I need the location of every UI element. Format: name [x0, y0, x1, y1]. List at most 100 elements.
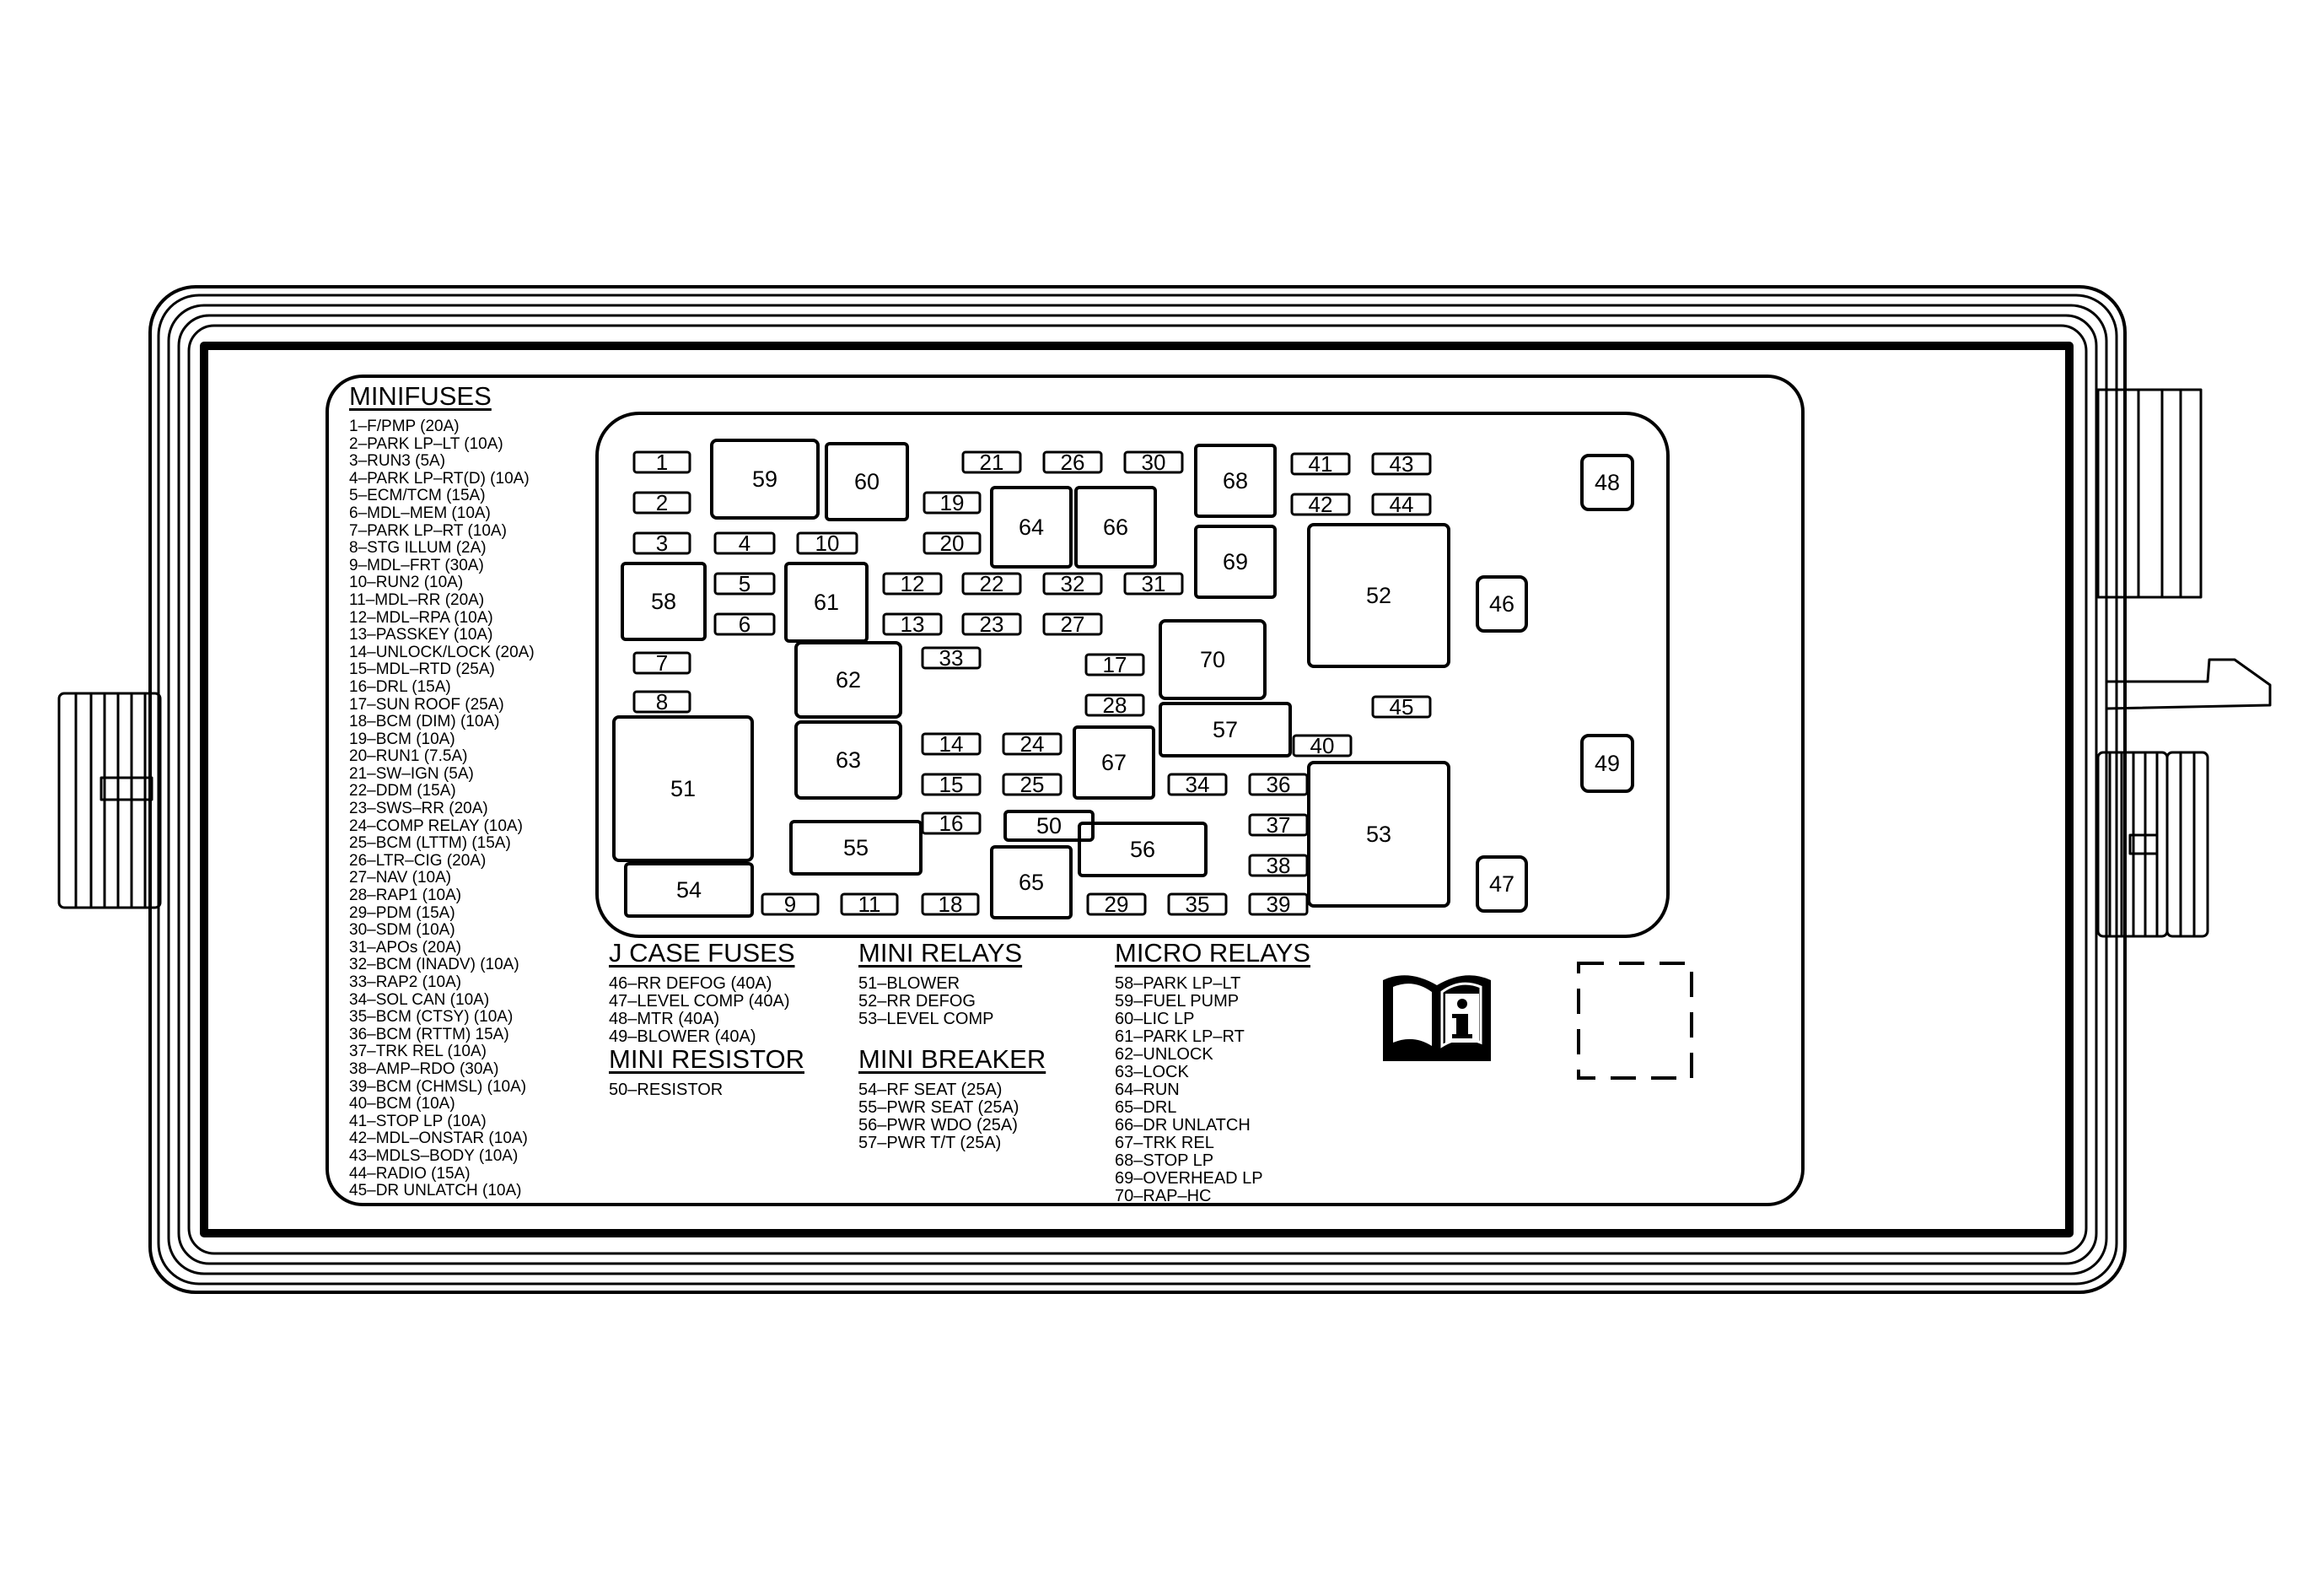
legend-item: 21–SW–IGN (5A) — [349, 764, 474, 783]
legend-item: 35–BCM (CTSY) (10A) — [349, 1008, 514, 1027]
slot-27 — [1042, 612, 1103, 636]
slot-50 — [1003, 810, 1095, 842]
legend-mini-breaker: MINI BREAKER 54–RF SEAT (25A)55–PWR SEAT… — [858, 1044, 1046, 1152]
legend-item: 6–MDL–MEM (10A) — [349, 504, 491, 522]
slot-3 — [632, 531, 691, 555]
slot-label: 2 — [656, 490, 668, 515]
slot-69 — [1194, 525, 1277, 599]
slot-14 — [921, 732, 982, 756]
right-connector-lower — [2096, 751, 2209, 938]
slot-label: 47 — [1489, 871, 1514, 897]
legend-item: 36–BCM (RTTM) 15A) — [349, 1025, 509, 1043]
slot-19 — [923, 491, 982, 515]
legend-item: 54–RF SEAT (25A) — [858, 1081, 1003, 1099]
slot-12 — [882, 572, 943, 596]
legend-item: 37–TRK REL (10A) — [349, 1043, 487, 1061]
slot-label: 21 — [980, 450, 1004, 475]
slot-21 — [961, 450, 1022, 474]
slot-67 — [1073, 725, 1155, 800]
slot-label: 68 — [1223, 468, 1248, 493]
legend-item: 27–NAV (10A) — [349, 869, 452, 887]
slot-label: 7 — [656, 650, 668, 676]
slot-label: 53 — [1366, 822, 1391, 847]
slot-29 — [1086, 892, 1147, 916]
legend-item: 58–PARK LP–LT — [1115, 974, 1241, 993]
housing-outline-outer — [148, 285, 2127, 1294]
legend-item: 22–DDM (15A) — [349, 782, 456, 800]
slot-34 — [1167, 773, 1228, 796]
slot-41 — [1290, 452, 1351, 476]
legend-item: 70–RAP–HC — [1115, 1187, 1212, 1205]
slot-label: 50 — [1036, 813, 1062, 838]
slot-30 — [1123, 450, 1184, 474]
slot-64 — [990, 486, 1073, 569]
legend-item: 24–COMP RELAY (10A) — [349, 817, 523, 835]
legend-item: 8–STG ILLUM (2A) — [349, 539, 487, 558]
legend-item: 12–MDL–RPA (10A) — [349, 608, 493, 627]
slot-23 — [961, 612, 1022, 636]
slot-16 — [921, 811, 982, 835]
legend-title-mini-resistor: MINI RESISTOR — [609, 1044, 804, 1074]
slot-11 — [840, 892, 899, 916]
legend-minifuses: MINIFUSES 1–F/PMP (20A)2–PARK LP–LT (10A… — [349, 381, 535, 1200]
slot-label: 58 — [651, 589, 676, 614]
legend-item: 1–F/PMP (20A) — [349, 418, 460, 435]
slot-54 — [624, 862, 754, 918]
legend-item: 46–RR DEFOG (40A) — [609, 974, 772, 993]
slot-25 — [1002, 773, 1062, 796]
slot-68 — [1194, 444, 1277, 518]
slot-label: 62 — [836, 667, 861, 693]
legend-item: 16–DRL (15A) — [349, 677, 451, 696]
legend-item: 28–RAP1 (10A) — [349, 887, 462, 905]
legend-item: 52–RR DEFOG — [858, 992, 976, 1011]
slot-10 — [796, 531, 858, 555]
slot-label: 70 — [1200, 647, 1225, 672]
slot-label: 4 — [739, 531, 750, 556]
slot-label: 65 — [1019, 870, 1044, 895]
legend-mini-resistor: MINI RESISTOR 50–RESISTOR — [609, 1044, 804, 1099]
slot-24 — [1002, 732, 1062, 756]
slot-label: 60 — [854, 469, 880, 494]
slot-48 — [1580, 454, 1634, 511]
legend-item: 4–PARK LP–RT(D) (10A) — [349, 469, 530, 488]
slot-label: 16 — [939, 811, 964, 836]
legend-item: 20–RUN1 (7.5A) — [349, 747, 468, 766]
slot-label: 22 — [980, 571, 1004, 596]
slot-label: 13 — [901, 612, 925, 637]
legend-item: 14–UNLOCK/LOCK (20A) — [349, 643, 535, 661]
slot-56 — [1078, 822, 1208, 877]
slot-label: 31 — [1142, 571, 1166, 596]
slot-22 — [961, 572, 1022, 596]
legend-item: 33–RAP2 (10A) — [349, 973, 462, 991]
slot-label: 19 — [940, 490, 965, 515]
slot-label: 9 — [784, 892, 796, 917]
slot-46 — [1476, 575, 1528, 633]
legend-item: 49–BLOWER (40A) — [609, 1027, 756, 1046]
minifuses-list: 1–F/PMP (20A)2–PARK LP–LT (10A)3–RUN3 (5… — [349, 418, 535, 1200]
slot-label: 54 — [676, 877, 702, 903]
legend-j-case-fuses: J CASE FUSES 46–RR DEFOG (40A)47–LEVEL C… — [609, 938, 795, 1046]
legend-title-minifuses: MINIFUSES — [349, 381, 492, 411]
legend-item: 60–LIC LP — [1115, 1010, 1195, 1028]
slot-label: 5 — [739, 571, 750, 596]
info-book-icon — [1383, 975, 1491, 1061]
slot-label: 59 — [752, 466, 777, 492]
slot-label: 33 — [939, 645, 964, 671]
legend-item: 50–RESISTOR — [609, 1081, 724, 1099]
slot-label: 52 — [1366, 583, 1391, 608]
slot-52 — [1307, 523, 1450, 668]
slot-label: 28 — [1103, 693, 1127, 718]
legend-item: 41–STOP LP (10A) — [349, 1112, 487, 1130]
legend-item: 43–MDLS–BODY (10A) — [349, 1146, 519, 1165]
slot-59 — [710, 439, 820, 520]
slot-label: 38 — [1267, 853, 1291, 878]
slot-66 — [1074, 486, 1157, 569]
slot-label: 35 — [1186, 892, 1210, 917]
legend-item: 30–SDM (10A) — [349, 921, 455, 940]
legend-item: 69–OVERHEAD LP — [1115, 1169, 1263, 1188]
slot-35 — [1167, 892, 1228, 916]
slot-label: 30 — [1142, 450, 1166, 475]
